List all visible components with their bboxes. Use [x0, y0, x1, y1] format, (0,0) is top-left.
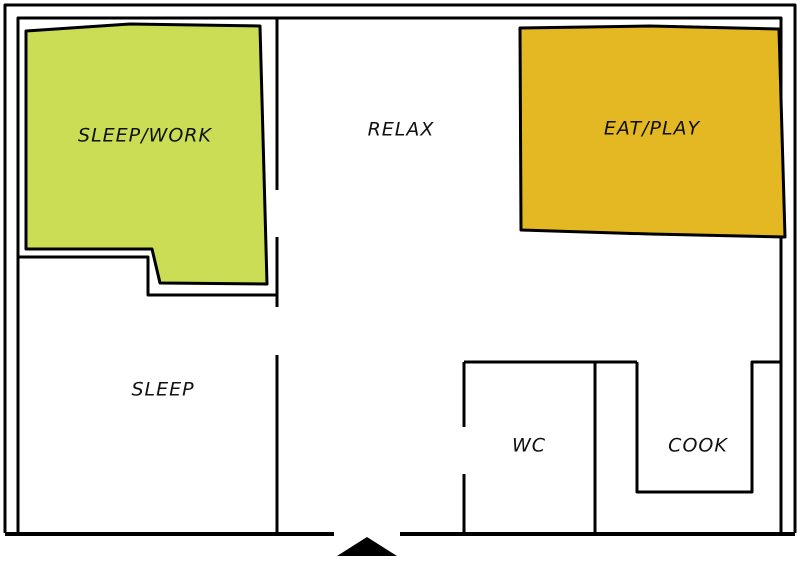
interior-walls: [18, 18, 781, 533]
eat-play-zone: [518, 24, 787, 239]
label-sleep-work: SLEEP/WORK: [78, 125, 212, 147]
entrance-triangle-icon: [337, 537, 397, 556]
outer-wall-inner-line: [16, 16, 783, 533]
label-relax: RELAX: [368, 119, 435, 141]
outer-wall-outer-line: [3, 3, 797, 533]
alcove-wall: [18, 255, 276, 297]
label-wc: WC: [512, 435, 546, 457]
sleep-work-zone: [24, 22, 269, 286]
cook-counter-wall: [635, 360, 781, 494]
label-cook: COOK: [668, 435, 728, 457]
label-sleep: SLEEP: [131, 379, 194, 401]
label-eat-play: EAT/PLAY: [604, 118, 701, 140]
outer-walls: [3, 3, 797, 536]
